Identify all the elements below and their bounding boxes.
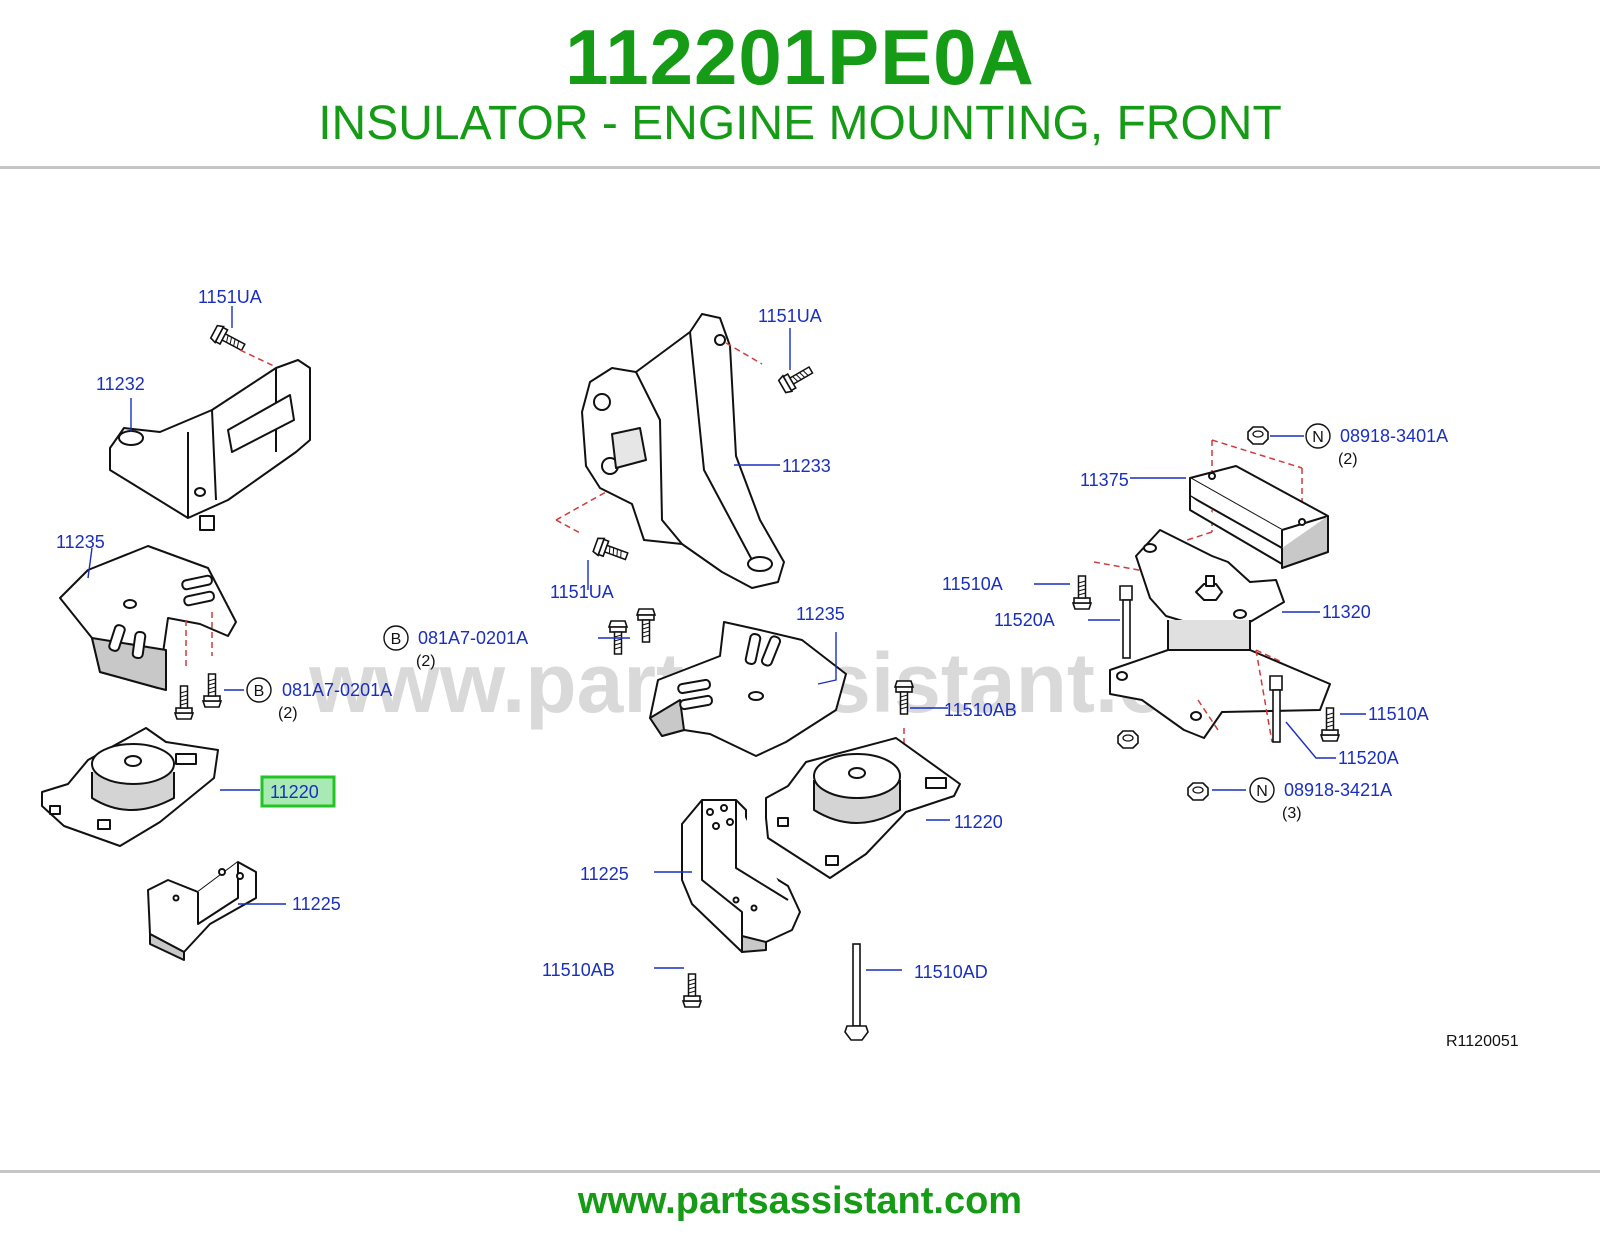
callout-11225-left: 11225 bbox=[292, 894, 341, 914]
bracket-11225-center bbox=[681, 799, 801, 953]
bolt-1151ua-center-bottom bbox=[591, 535, 631, 566]
callout-11510a-right-top: 11510A bbox=[942, 574, 1003, 594]
bolt-11510a-right-top bbox=[1072, 575, 1092, 610]
callout-08918-3421a-qty: (3) bbox=[1282, 805, 1302, 822]
callout-labels: 1151UA 11232 11235 B 081A7-0201A (2) 112… bbox=[56, 287, 1519, 1050]
callout-11510ab-center-bottom: 11510AB bbox=[542, 960, 615, 980]
callout-1151ua-top-left: 1151UA bbox=[198, 287, 262, 307]
bolt-11520a-right-top bbox=[1119, 585, 1133, 659]
symbol-n-bottom bbox=[1249, 777, 1275, 803]
callout-11235-left: 11235 bbox=[56, 532, 105, 552]
insulator-11220-left bbox=[41, 727, 219, 847]
heat-shield-11235-center bbox=[649, 621, 847, 757]
callout-08918-3401a-qty: (2) bbox=[1338, 451, 1358, 468]
callout-11510ad: 11510AD bbox=[914, 962, 988, 982]
callout-11235-center: 11235 bbox=[796, 604, 845, 624]
right-mount-group bbox=[1072, 426, 1340, 801]
center-mount-group bbox=[555, 313, 961, 1041]
symbol-n-top-letter: N bbox=[1312, 429, 1324, 446]
callout-11520a-right-bottom: 11520A bbox=[1338, 748, 1399, 768]
callout-081a7-left-qty: (2) bbox=[278, 705, 298, 722]
bolt-11510a-right-bottom bbox=[1320, 707, 1340, 742]
bracket-11225-left bbox=[147, 861, 257, 961]
heat-shield-11235-left bbox=[59, 545, 237, 691]
callout-11520a-right-top: 11520A bbox=[994, 610, 1055, 630]
nut-08918-3421a-b bbox=[1187, 782, 1209, 801]
callout-11510ab-center-top: 11510AB bbox=[944, 700, 1017, 720]
callout-1151ua-center-top: 1151UA bbox=[758, 306, 822, 326]
bolt-11510ad bbox=[844, 943, 869, 1041]
header-divider bbox=[0, 166, 1600, 169]
callout-081a7-center-qty: (2) bbox=[416, 653, 436, 670]
bolt-081a7-left-a bbox=[174, 685, 194, 720]
spacer-11375-shape bbox=[1189, 465, 1329, 569]
callout-08918-3421a: 08918-3421A bbox=[1284, 780, 1392, 800]
symbol-b-center bbox=[383, 625, 409, 651]
page-header: 112201PE0A INSULATOR - ENGINE MOUNTING, … bbox=[0, 0, 1600, 168]
nut-08918-3421a-a bbox=[1117, 730, 1139, 749]
footer-divider bbox=[0, 1170, 1600, 1173]
symbol-b-left-letter: B bbox=[254, 683, 265, 700]
callout-11232: 11232 bbox=[96, 374, 145, 394]
leader-lines bbox=[87, 306, 1366, 971]
highlight-box-11220 bbox=[260, 775, 336, 808]
bolt-1151ua-center-top bbox=[776, 361, 817, 396]
diagram-reference-code: R1120051 bbox=[1446, 1033, 1519, 1050]
symbol-b-left bbox=[246, 677, 272, 703]
callout-081a7-center: 081A7-0201A bbox=[418, 628, 528, 648]
footer-url[interactable]: www.partsassistant.com bbox=[577, 1180, 1023, 1222]
part-number-title: 112201PE0A bbox=[565, 13, 1035, 101]
callout-1151ua-center-bottom: 1151UA bbox=[550, 582, 614, 602]
callout-11225-center: 11225 bbox=[580, 864, 629, 884]
callout-11510a-right-bottom: 11510A bbox=[1368, 704, 1429, 724]
symbol-n-bottom-letter: N bbox=[1256, 783, 1268, 800]
callout-11233: 11233 bbox=[782, 456, 831, 476]
callout-11375: 11375 bbox=[1080, 470, 1129, 490]
part-description: INSULATOR - ENGINE MOUNTING, FRONT bbox=[318, 97, 1282, 150]
callout-11220-center: 11220 bbox=[954, 812, 1003, 832]
nut-08918-3401a bbox=[1247, 426, 1269, 445]
callout-11220-left: 11220 bbox=[270, 782, 319, 802]
left-mount-group bbox=[41, 323, 311, 961]
bolt-11520a-right-bottom bbox=[1269, 675, 1283, 743]
bolt-081a7-left-b bbox=[202, 673, 222, 708]
insulator-11320-shape bbox=[1109, 529, 1331, 739]
insulator-11220-center bbox=[765, 737, 961, 879]
bolt-11510ab-center-bottom bbox=[682, 973, 702, 1008]
bracket-11233-shape bbox=[581, 313, 785, 589]
callout-11320: 11320 bbox=[1322, 602, 1371, 622]
callout-08918-3401a: 08918-3401A bbox=[1340, 426, 1448, 446]
symbol-b-center-letter: B bbox=[391, 631, 402, 648]
callout-081a7-left: 081A7-0201A bbox=[282, 680, 392, 700]
symbol-n-top bbox=[1305, 423, 1331, 449]
parts-diagram: www.partsassistant.com bbox=[41, 287, 1519, 1050]
